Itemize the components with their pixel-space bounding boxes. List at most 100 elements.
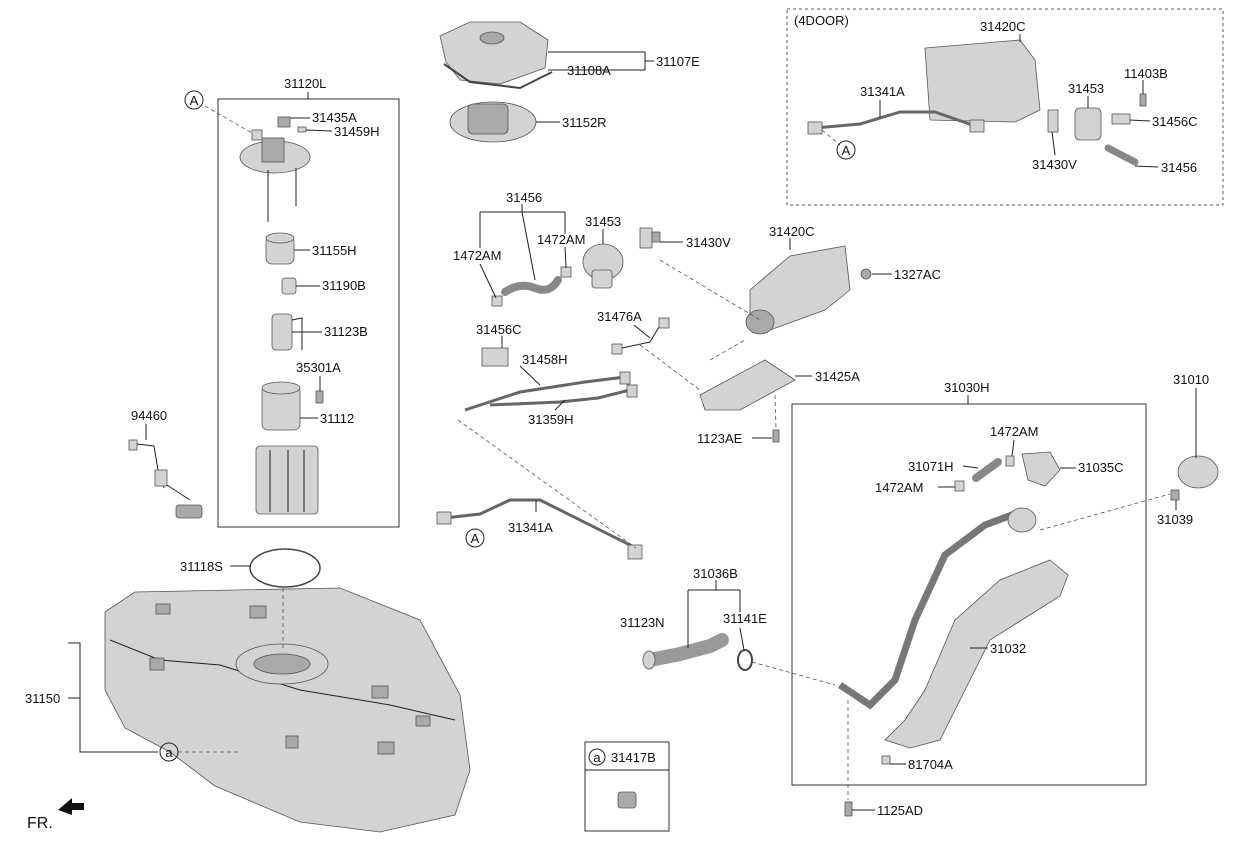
fuel-cap-31010 xyxy=(1177,396,1219,489)
label-81704A: 81704A xyxy=(908,757,953,772)
ref-circle-a-pump: A xyxy=(190,93,199,108)
label-4door-title: (4DOOR) xyxy=(794,13,849,28)
bracket-31035C xyxy=(1021,451,1061,487)
hose-31341A xyxy=(436,498,643,560)
hose-31456 xyxy=(491,266,572,307)
label-94460: 94460 xyxy=(131,408,167,423)
label-31030H: 31030H xyxy=(944,380,990,395)
door-canister-31420C xyxy=(924,39,1041,123)
clip-31459H xyxy=(297,126,307,133)
reference-a-box xyxy=(584,741,670,832)
gasket-31118S xyxy=(249,548,321,588)
label-1327AC: 1327AC xyxy=(894,267,941,282)
door-valve-31430V xyxy=(1047,109,1059,133)
regulator-31190B xyxy=(281,277,297,295)
label-31032: 31032 xyxy=(990,641,1026,656)
sensor-35301A xyxy=(315,390,324,404)
label-31035C: 31035C xyxy=(1078,460,1124,475)
label-31453-center: 31453 xyxy=(585,214,621,229)
ref-circle-small-a-tank: a xyxy=(165,745,173,760)
reservoir-body xyxy=(255,445,319,515)
plug-31417B xyxy=(617,791,637,809)
clamp-1472AM-a xyxy=(1005,455,1015,467)
door-bolt-11403B xyxy=(1139,93,1147,107)
label-31108A: 31108A xyxy=(567,63,611,78)
label-31039: 31039 xyxy=(1157,512,1193,527)
reservoir-cup-31112 xyxy=(261,381,301,431)
filler-neck-31032 xyxy=(838,507,1069,749)
label-31341A-center: 31341A xyxy=(508,520,553,535)
bolt-1125AD xyxy=(844,801,853,817)
label-31036B: 31036B xyxy=(693,566,738,581)
label-31118S: 31118S xyxy=(180,559,223,574)
label-31010: 31010 xyxy=(1173,372,1209,387)
sensor-31476A xyxy=(611,317,670,355)
4door-option-frame xyxy=(786,8,1224,206)
label-11403B-4door: 11403B xyxy=(1124,66,1168,81)
label-31190B: 31190B xyxy=(322,278,366,293)
ring-31152R xyxy=(449,101,537,143)
bolt-1123AE xyxy=(772,429,780,443)
label-31430V-4door: 31430V xyxy=(1032,157,1077,172)
label-31150: 31150 xyxy=(25,691,60,706)
label-31359H: 31359H xyxy=(528,412,574,427)
label-31123N: 31123N xyxy=(620,615,665,630)
nut-1327AC xyxy=(860,268,872,280)
bracket-81704A xyxy=(881,755,891,765)
label-31458H: 31458H xyxy=(522,352,568,367)
label-31112: 31112 xyxy=(320,411,354,426)
label-31453-4door: 31453 xyxy=(1068,81,1104,96)
label-1472AM-right-bottom: 1472AM xyxy=(875,480,923,495)
label-1472AM-left: 1472AM xyxy=(453,248,501,263)
label-31141E: 31141E xyxy=(723,611,767,626)
ref-circle-a-door: A xyxy=(842,143,851,158)
label-31152R: 31152R xyxy=(562,115,607,130)
clamp-1472AM-b xyxy=(954,480,965,492)
label-31425A: 31425A xyxy=(815,369,860,384)
valve-31430V xyxy=(639,227,661,249)
gasket-31108A xyxy=(443,63,553,90)
label-31459H: 31459H xyxy=(334,124,380,139)
label-31435A: 31435A xyxy=(312,110,357,125)
fuel-tank-31150 xyxy=(104,587,471,833)
screw-31039 xyxy=(1170,489,1180,501)
filler-neck-assembly-frame xyxy=(791,403,1147,786)
label-31430V-center: 31430V xyxy=(686,235,731,250)
ref-circle-a-hose: A xyxy=(471,531,480,546)
label-1472AM-right-top: 1472AM xyxy=(990,424,1038,439)
label-31155H: 31155H xyxy=(312,243,357,258)
label-31420C-4door: 31420C xyxy=(980,19,1026,34)
label-31456C-center: 31456C xyxy=(476,322,522,337)
label-31417B: 31417B xyxy=(611,750,656,765)
clip-31435A xyxy=(277,116,291,128)
front-direction-label: FR. xyxy=(27,815,53,832)
door-hose-31341A xyxy=(807,110,985,135)
label-31071H: 31071H xyxy=(908,459,954,474)
label-31456C-4door: 31456C xyxy=(1152,114,1198,129)
label-31341A-4door: 31341A xyxy=(860,84,905,99)
canister-31420C xyxy=(745,245,851,335)
label-35301A: 35301A xyxy=(296,360,341,375)
label-1125AD: 1125AD xyxy=(877,803,923,818)
label-31476A: 31476A xyxy=(597,309,642,324)
cover-31107E xyxy=(439,21,549,85)
label-31420C-center: 31420C xyxy=(769,224,815,239)
ref-circle-small-a-box: a xyxy=(593,750,601,765)
valve-31453 xyxy=(582,243,624,289)
label-1123AE: 1123AE xyxy=(697,431,743,446)
bracket-31456C xyxy=(481,347,509,367)
leader-lines xyxy=(68,34,1197,811)
bracket-31425A xyxy=(699,359,796,411)
tubes-31458H-31359H xyxy=(464,371,638,412)
label-31456-4door: 31456 xyxy=(1161,160,1197,175)
hose-31071H xyxy=(972,458,1002,482)
fuel-pump-flange xyxy=(239,129,311,222)
label-31120L: 31120L xyxy=(284,76,326,91)
fuel-filter-31155H xyxy=(265,232,295,265)
clamp-31141E xyxy=(737,649,753,671)
label-31456-center: 31456 xyxy=(506,190,542,205)
door-valve-31453 xyxy=(1074,107,1102,141)
door-bracket-31456C xyxy=(1111,113,1131,125)
label-31123B: 31123B xyxy=(324,324,368,339)
